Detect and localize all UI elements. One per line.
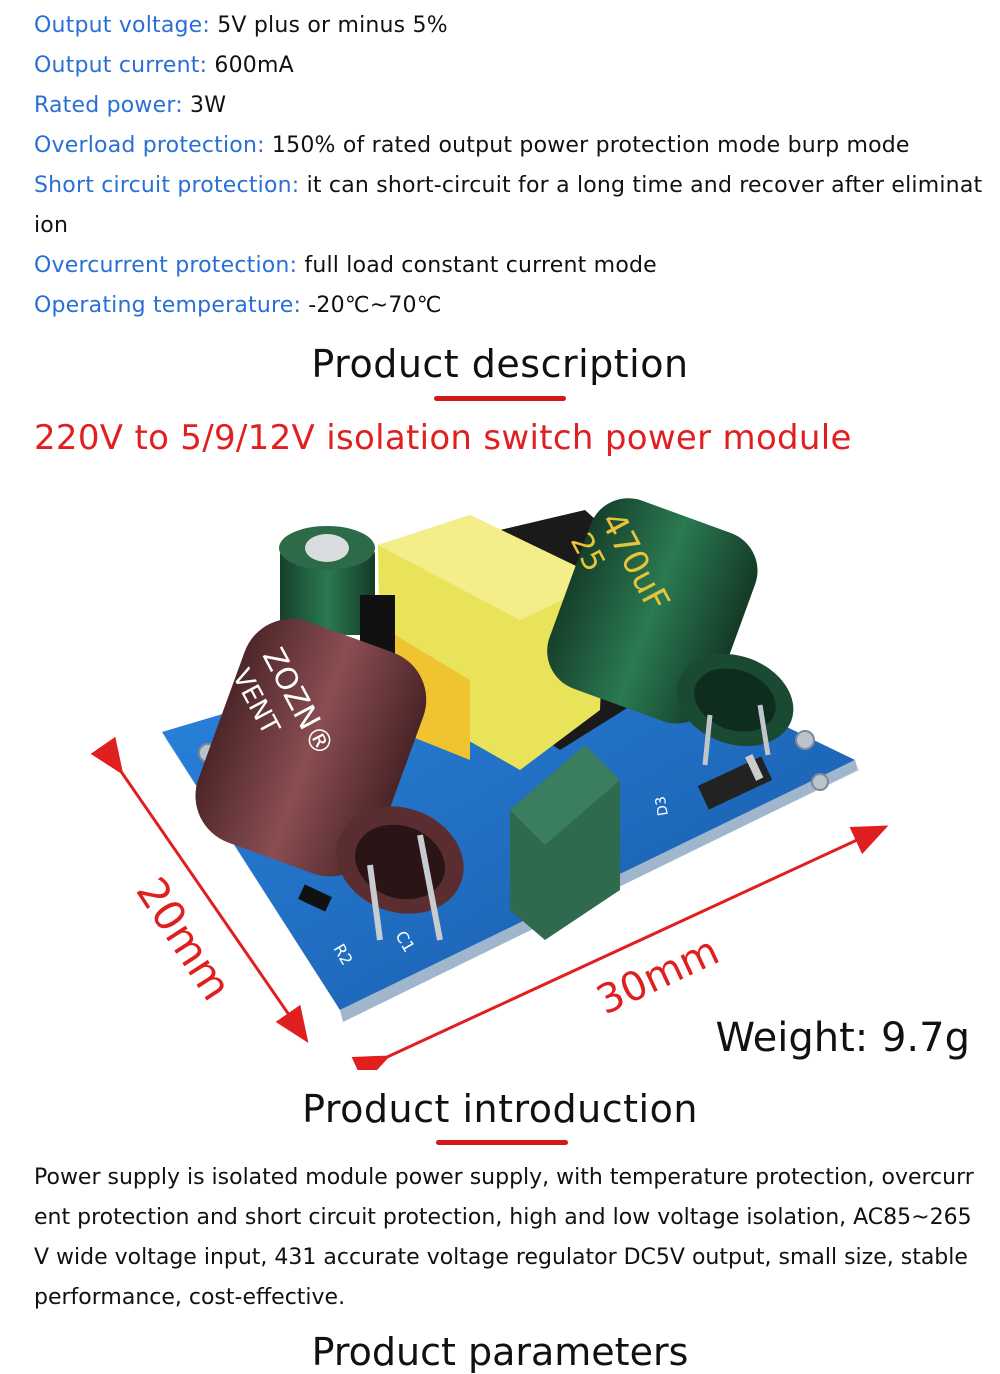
product-introduction-title: Product introduction <box>302 1087 698 1131</box>
spec-value: 150% of rated output power protection mo… <box>264 133 910 158</box>
spec-overload-protection: Overload protection: 150% of rated outpu… <box>34 126 984 166</box>
width-label: 20mm <box>127 869 242 1009</box>
spec-value: -20℃~70℃ <box>301 293 442 318</box>
spec-key: Operating temperature: <box>34 293 302 318</box>
spec-operating-temperature: Operating temperature: -20℃~70℃ <box>34 286 984 326</box>
width-arrow <box>90 736 309 1043</box>
weight-label: Weight: 9.7g <box>715 1015 970 1061</box>
spec-rated-power: Rated power: 3W <box>34 86 984 126</box>
length-arrow <box>351 825 889 1070</box>
introduction-text: Power supply is isolated module power su… <box>34 1165 974 1310</box>
product-description-title: Product description <box>311 342 689 386</box>
length-label: 30mm <box>590 928 726 1024</box>
spec-output-voltage: Output voltage: 5V plus or minus 5% <box>34 6 984 46</box>
spec-value: full load constant current mode <box>297 253 657 278</box>
spec-key: Output current: <box>34 53 208 78</box>
spec-list: Output voltage: 5V plus or minus 5% Outp… <box>34 6 984 326</box>
spec-value: 600mA <box>207 53 294 78</box>
spec-value: 3W <box>182 93 227 118</box>
product-image: J1 C1 R2 D3 470uF 25 <box>90 498 889 1070</box>
spec-overcurrent-protection: Overcurrent protection: full load consta… <box>34 246 984 286</box>
spec-key: Short circuit protection: <box>34 173 300 198</box>
product-parameters-title: Product parameters <box>311 1330 689 1374</box>
title-underline <box>436 1140 568 1145</box>
spec-short-circuit-protection: Short circuit protection: it can short-c… <box>34 166 984 246</box>
spec-value: 5V plus or minus 5% <box>210 13 448 38</box>
spec-key: Overload protection: <box>34 133 265 158</box>
title-underline <box>434 396 566 401</box>
spec-key: Output voltage: <box>34 13 211 38</box>
product-subtitle: 220V to 5/9/12V isolation switch power m… <box>34 418 852 458</box>
spec-key: Overcurrent protection: <box>34 253 298 278</box>
pcb-label-d3: D3 <box>653 795 672 817</box>
spec-key: Rated power: <box>34 93 183 118</box>
spec-output-current: Output current: 600mA <box>34 46 984 86</box>
large-capacitor: 470uF 25 <box>547 498 794 766</box>
small-capacitor <box>279 526 375 635</box>
spec-value: it can short-circuit for a long time and… <box>34 173 983 238</box>
